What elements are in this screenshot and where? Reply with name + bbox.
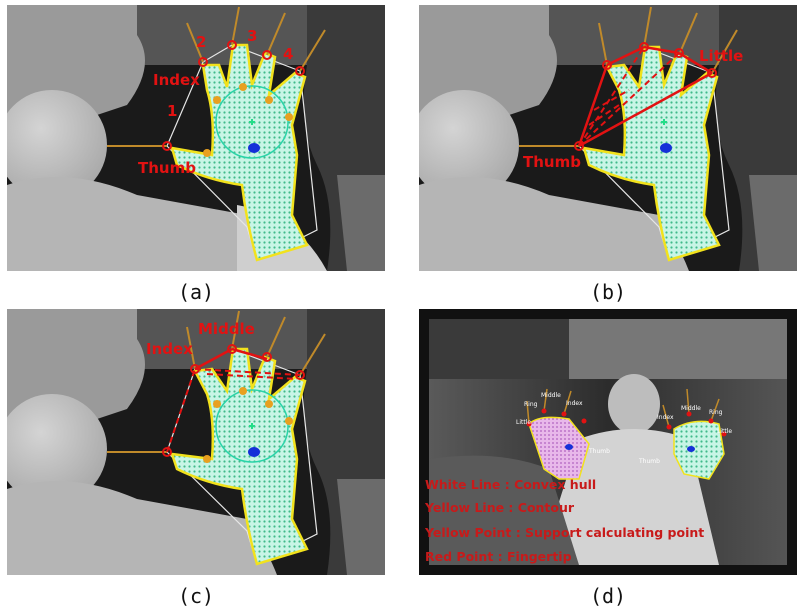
label-thumb: Thumb bbox=[523, 153, 581, 171]
label-left-little: Little bbox=[516, 419, 531, 426]
label-middle: Middle bbox=[198, 320, 255, 338]
label-right-middle: Middle bbox=[681, 405, 701, 412]
label-right-little: Little bbox=[717, 428, 732, 435]
label-thumb: Thumb bbox=[138, 159, 196, 177]
panel-b-image: Little Thumb bbox=[419, 5, 797, 271]
label-4: 4 bbox=[283, 45, 293, 63]
panel-d-image: Ring Middle Index Little Thumb Index Mid… bbox=[419, 309, 797, 575]
legend-yellow-point: Yellow Point : Support calculating point bbox=[424, 525, 704, 540]
panel-c-image: Middle Index bbox=[7, 309, 385, 575]
label-right-ring: Ring bbox=[709, 409, 723, 416]
legend-white-line: White Line : Convex hull bbox=[425, 477, 596, 492]
label-1: 1 bbox=[167, 102, 177, 120]
label-3: 3 bbox=[247, 27, 257, 45]
caption-a: (a) bbox=[177, 280, 215, 304]
label-left-thumb: Thumb bbox=[588, 448, 610, 455]
label-left-middle: Middle bbox=[541, 392, 561, 399]
legend-yellow-line: Yellow Line : Contour bbox=[424, 500, 575, 515]
label-right-index: Index bbox=[657, 414, 674, 421]
caption-d: (d) bbox=[589, 584, 627, 608]
label-little: Little bbox=[699, 47, 743, 65]
label-left-index: Index bbox=[566, 400, 583, 407]
caption-b: (b) bbox=[589, 280, 627, 304]
label-right-thumb: Thumb bbox=[638, 458, 660, 465]
panel-a-image: 1 2 3 4 Index Thumb bbox=[7, 5, 385, 271]
label-index: Index bbox=[153, 71, 200, 89]
caption-c: (c) bbox=[177, 584, 215, 608]
label-2: 2 bbox=[196, 33, 206, 51]
legend-red-point: Red Point : Fingertip bbox=[425, 549, 572, 564]
label-index: Index bbox=[146, 340, 193, 358]
label-left-ring: Ring bbox=[524, 401, 538, 408]
